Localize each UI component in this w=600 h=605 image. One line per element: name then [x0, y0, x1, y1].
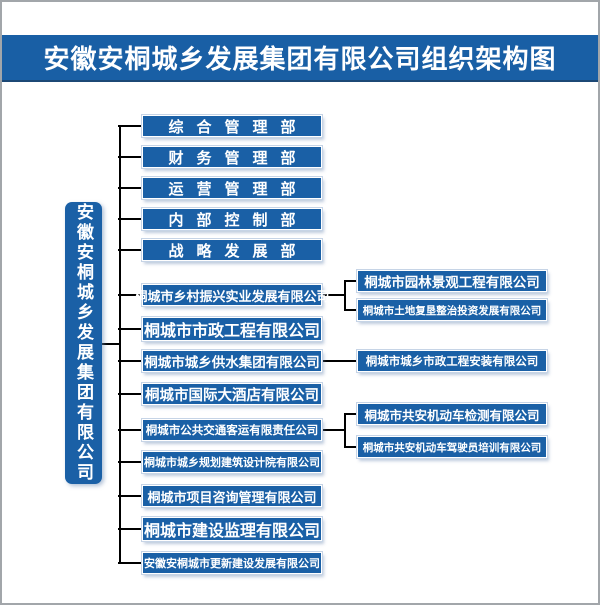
child-box-land-reclamation-investment: 桐城市土地复垦整治投资发展有限公司: [357, 299, 547, 321]
chart-title-bar: 安徽安桐城乡发展集团有限公司组织架构图: [2, 35, 598, 82]
dept-box-internal-control: 内部控制部: [142, 208, 322, 230]
dept-box-operations-management: 运营管理部: [142, 177, 322, 199]
subsidiary-box-international-hotel: 桐城市国际大酒店有限公司: [142, 383, 322, 405]
root-company-label: 安徽安桐城乡发展集团有限公司: [74, 203, 93, 483]
dept-box-strategic-development: 战略发展部: [142, 239, 322, 261]
subsidiary-box-urban-renewal: 安徽安桐城市更新建设发展有限公司: [142, 552, 322, 574]
subsidiary-box-water-supply-group: 桐城市城乡供水集团有限公司: [142, 350, 322, 372]
subsidiary-box-project-consulting: 桐城市项目咨询管理有限公司: [142, 485, 322, 507]
subsidiary-box-rural-revitalization: 桐城市乡村振兴实业发展有限公司: [135, 284, 330, 306]
child-box-vehicle-inspection: 桐城市共安机动车检测有限公司: [357, 403, 547, 425]
dept-box-finance-management: 财务管理部: [142, 146, 322, 168]
subsidiary-box-municipal-engineering: 桐城市市政工程有限公司: [142, 317, 322, 341]
child-box-driver-training: 桐城市共安机动车驾驶员培训有限公司: [357, 436, 547, 458]
dept-box-general-management: 综合管理部: [142, 115, 322, 137]
child-box-municipal-engineering-installation: 桐城市城乡市政工程安装有限公司: [357, 350, 547, 372]
child-box-landscape-engineering: 桐城市园林景观工程有限公司: [357, 270, 547, 292]
chart-title: 安徽安桐城乡发展集团有限公司组织架构图: [43, 44, 557, 74]
root-company-box: 安徽安桐城乡发展集团有限公司: [65, 202, 102, 484]
connector-path: [101, 125, 358, 564]
subsidiary-box-construction-supervision: 桐城市建设监理有限公司: [142, 517, 322, 541]
subsidiary-box-planning-design-institute: 桐城市城乡规划建筑设计院有限公司: [142, 451, 322, 473]
subsidiary-box-public-transport: 桐城市公共交通客运有限责任公司: [142, 419, 322, 441]
